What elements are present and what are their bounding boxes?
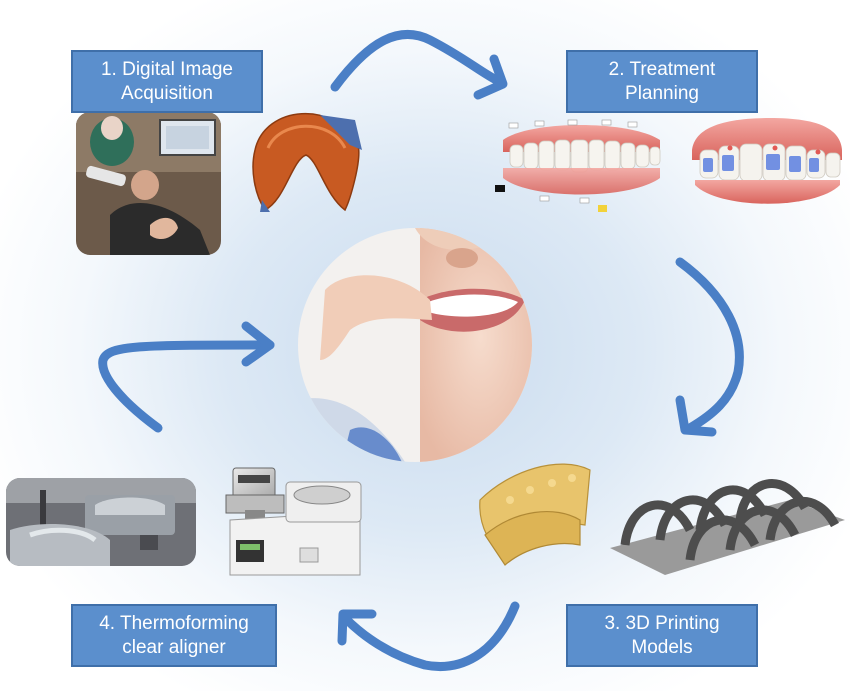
thermoforming-photo [6,478,196,566]
step-2-label: 2. Treatment Planning [566,50,758,113]
aligner-portrait [298,228,541,470]
step-1-line2: Acquisition [73,82,261,106]
digital-impression [253,114,362,212]
thermoforming-machine [226,468,361,575]
printed-yellow-models [480,464,590,565]
step-4-line2: clear aligner [73,636,275,660]
step-1-line1: 1. Digital Image [73,58,261,82]
step-3-line1: 3. 3D Printing [568,612,756,636]
step-2-line1: 2. Treatment [568,58,756,82]
step-3-line2: Models [568,636,756,660]
printed-grey-models [610,484,845,575]
step-4-line1: 4. Thermoforming [73,612,275,636]
step-4-label: 4. Thermoforming clear aligner [71,604,277,667]
step-3-label: 3. 3D Printing Models [566,604,758,667]
step-1-label: 1. Digital Image Acquisition [71,50,263,113]
teeth-model-attachments [692,118,842,204]
scanning-photo [76,112,221,255]
teeth-model-annotated [495,120,660,212]
step-2-line2: Planning [568,82,756,106]
